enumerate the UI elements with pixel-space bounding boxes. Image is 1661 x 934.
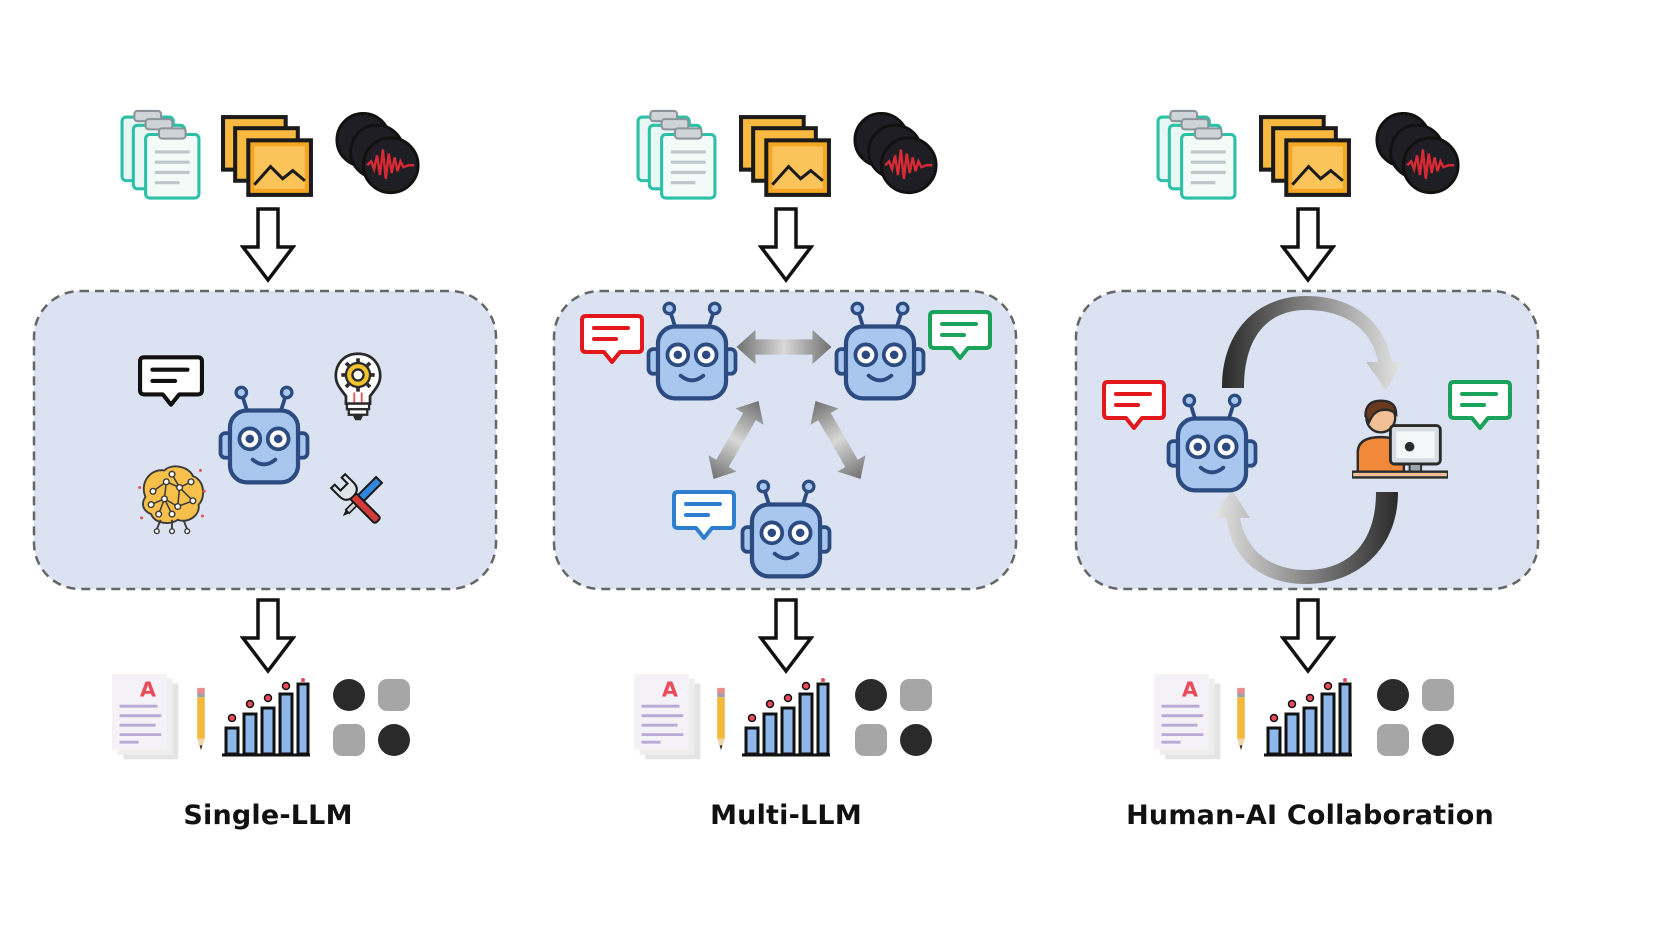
pencil-icon — [717, 687, 725, 751]
down-arrow-icon — [1281, 598, 1335, 673]
caption-single-llm: Single-LLM — [183, 800, 353, 831]
images-icon — [223, 117, 311, 195]
audio-icon — [335, 112, 420, 195]
down-arrow-icon — [241, 598, 295, 673]
audio-icon — [853, 112, 938, 195]
documents-icon — [1156, 109, 1237, 200]
down-arrow-icon — [759, 598, 813, 673]
report-icon — [1152, 674, 1222, 761]
images-icon — [741, 117, 829, 195]
caption-multi-llm: Multi-LLM — [710, 800, 862, 831]
report-icon — [110, 674, 180, 761]
panel-multi-llm — [552, 109, 1018, 761]
documents-icon — [636, 109, 717, 200]
cycle-arrow-icon — [1212, 296, 1404, 584]
audio-icon — [1375, 112, 1460, 195]
panel-human-ai — [1074, 109, 1540, 761]
panel-single-llm — [32, 109, 498, 761]
down-arrow-icon — [1281, 207, 1335, 282]
pencil-icon — [197, 687, 205, 751]
bar-chart-icon — [740, 678, 830, 757]
bar-chart-icon — [1262, 678, 1352, 757]
clusters-icon — [333, 679, 410, 756]
clusters-icon — [1377, 679, 1454, 756]
documents-icon — [120, 109, 201, 200]
down-arrow-icon — [241, 207, 295, 282]
images-icon — [1261, 117, 1349, 195]
report-icon — [632, 674, 702, 761]
caption-human-ai-collaboration: Human-AI Collaboration — [1126, 800, 1494, 831]
clusters-icon — [855, 679, 932, 756]
process-box — [1074, 289, 1540, 591]
bar-chart-icon — [220, 678, 310, 757]
down-arrow-icon — [759, 207, 813, 282]
pencil-icon — [1237, 687, 1245, 751]
